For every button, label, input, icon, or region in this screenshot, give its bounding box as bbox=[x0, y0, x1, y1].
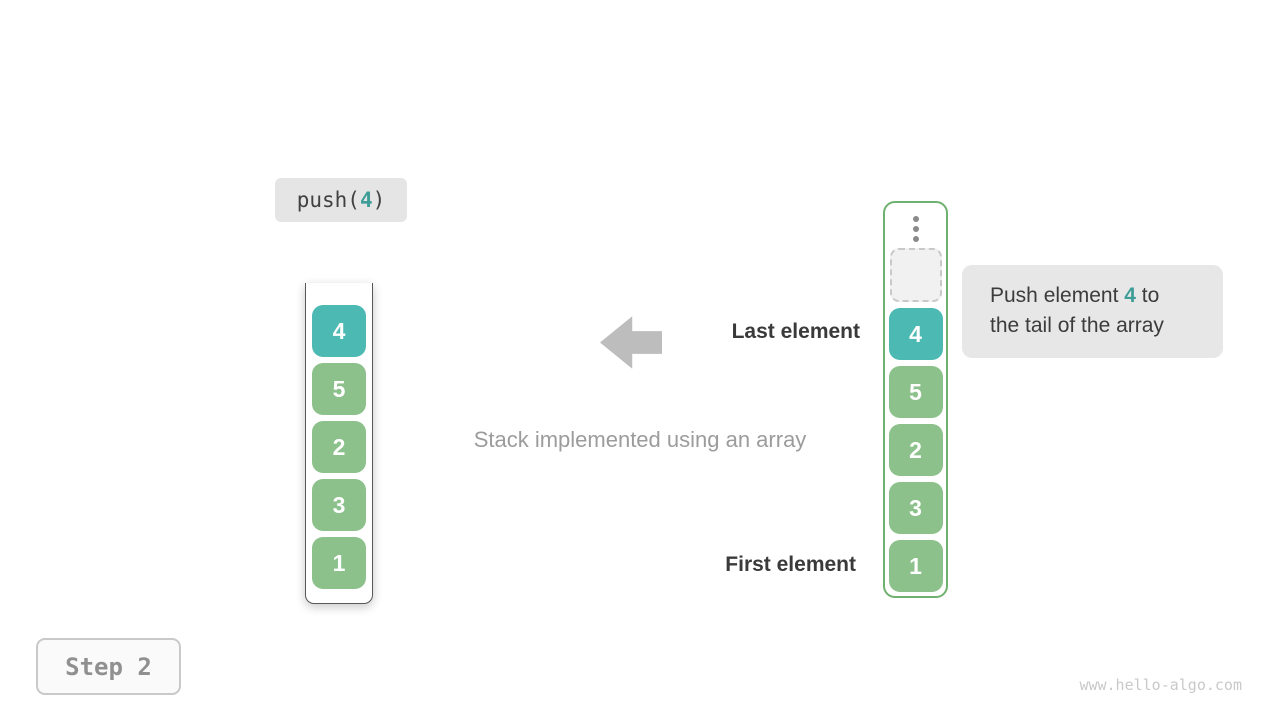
ellipsis-icon bbox=[912, 216, 919, 242]
stack-cell: 3 bbox=[312, 479, 366, 531]
callout-bubble: Push element 4 to the tail of the array bbox=[962, 265, 1223, 358]
operation-label: push(4) bbox=[275, 178, 407, 222]
array-cell: 2 bbox=[888, 424, 943, 476]
first-element-label: First element bbox=[725, 553, 856, 576]
operation-arg: 4 bbox=[359, 188, 373, 212]
operation-prefix: push( bbox=[296, 188, 360, 212]
stack-container: 4 5 2 3 1 bbox=[305, 283, 373, 604]
caption-label: Stack implemented using an array bbox=[473, 427, 807, 452]
callout-line-2: the tail of the array bbox=[990, 314, 1164, 337]
step-indicator: Step 2 bbox=[36, 638, 181, 695]
array-cell: 3 bbox=[888, 482, 943, 534]
last-element-label: Last element bbox=[731, 320, 860, 343]
stack-cell-top: 4 bbox=[312, 305, 366, 357]
stack-cell-bottom: 1 bbox=[312, 537, 366, 589]
array-cell: 5 bbox=[888, 366, 943, 418]
stack-cell: 2 bbox=[312, 421, 366, 473]
watermark: www.hello-algo.com bbox=[1079, 676, 1242, 694]
empty-array-slot bbox=[889, 248, 942, 302]
callout-line-1: Push element 4 to bbox=[990, 281, 1223, 311]
stack-cell: 5 bbox=[312, 363, 366, 415]
array-cell-tail: 4 bbox=[888, 308, 943, 360]
callout-highlight: 4 bbox=[1124, 284, 1136, 307]
array-container: 4 5 2 3 1 bbox=[883, 201, 948, 598]
array-cell-head: 1 bbox=[888, 540, 943, 592]
callout-text: Push element bbox=[990, 284, 1125, 307]
operation-suffix: ) bbox=[372, 188, 386, 212]
callout-text: to bbox=[1135, 284, 1160, 307]
